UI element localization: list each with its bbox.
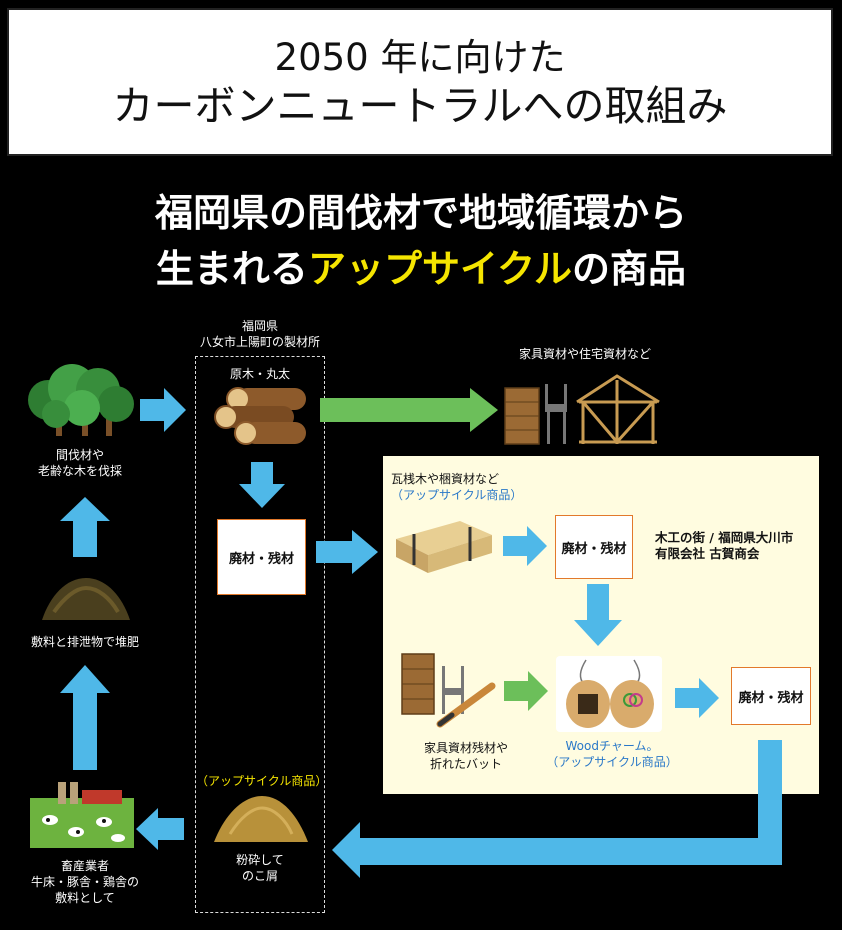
sawdust-tag: （アップサイクル商品）: [196, 774, 328, 788]
company-label-2: 有限会社 古賀商会: [655, 546, 760, 561]
logs-label: 原木・丸太: [229, 367, 290, 381]
compost-image: [42, 578, 130, 620]
sawmill-label: 福岡県 八女市上陽町の製材所: [180, 318, 340, 350]
title-line1: 2050 年に向けた: [274, 36, 566, 79]
title-box: 2050 年に向けた カーボンニュートラルへの取組み: [7, 8, 833, 156]
pallet-lumber-image: [396, 521, 492, 573]
title-line2: カーボンニュートラルへの取組み: [112, 82, 728, 130]
forest-label: 間伐材や 老齢な木を伐採: [10, 447, 150, 479]
sawmill-dashed-box: [195, 356, 325, 913]
waste-box-1: 廃材・残材: [217, 519, 306, 595]
sawdust-label-1: 粉砕して: [236, 853, 284, 867]
subtitle-line1: 福岡県の間伐材で地域循環から: [154, 191, 687, 235]
compost-label: 敷料と排泄物で堆肥: [30, 635, 139, 649]
livestock-label-3: 敷料として: [55, 891, 115, 905]
pallet-label-2: （アップサイクル商品）: [391, 488, 523, 502]
arrow-charm-to-waste3: [675, 678, 719, 718]
sawdust-image: [214, 796, 308, 842]
arrow-return-to-sawdust: [332, 740, 782, 878]
waste-box-2: 廃材・残材: [555, 515, 633, 579]
arrow-waste2-down: [574, 584, 622, 646]
arrow-compost-up: [60, 497, 110, 557]
company-label-1: 木工の街 / 福岡県大川市: [655, 530, 794, 545]
charm-label-2: （アップサイクル商品）: [546, 755, 678, 769]
livestock-label-2: 牛床・豚舎・鶏舎の: [30, 875, 139, 889]
wood-charm-image: [566, 659, 654, 728]
arrow-livestock-up: [60, 665, 110, 770]
arrow-pallet-to-waste2: [503, 526, 547, 566]
subtitle-highlight: アップサイクル: [307, 247, 573, 291]
furniture-top-label: 家具資材や住宅資材など: [518, 347, 651, 361]
arrow-waste-to-pallet: [316, 530, 378, 574]
pallet-label: 瓦桟木や梱資材など （アップサイクル商品）: [391, 471, 611, 503]
livestock-farm-image: [30, 782, 134, 848]
livestock-label: 畜産業者 牛床・豚舎・鶏舎の 敷料として: [10, 858, 160, 906]
subtitle-line2-post: の商品: [572, 247, 687, 291]
sawdust-label-2: のこ屑: [241, 869, 278, 883]
arrow-logs-down: [239, 462, 285, 508]
furniture-bat-image: [401, 653, 496, 728]
waste-box-3: 廃材・残材: [731, 667, 811, 725]
sawmill-label-1: 福岡県: [241, 319, 278, 333]
pallet-label-1: 瓦桟木や梱資材など: [391, 472, 500, 486]
livestock-label-1: 畜産業者: [60, 859, 109, 873]
furniture-bat-label-2: 折れたバット: [429, 757, 502, 771]
subtitle-line2-pre: 生まれる: [155, 247, 308, 291]
charm-label-1: Woodチャーム。: [565, 739, 659, 753]
arrow-sawdust-to-livestock: [136, 808, 184, 850]
logs-image: [214, 387, 306, 445]
forest-image: [28, 364, 134, 436]
forest-label-2: 老齢な木を伐採: [37, 464, 122, 478]
subtitle-line2: 生まれるアップサイクルの商品: [0, 244, 842, 294]
company-label: 木工の街 / 福岡県大川市 有限会社 古賀商会: [655, 530, 815, 562]
charm-label: Woodチャーム。 （アップサイクル商品）: [532, 738, 692, 770]
arrow-bat-to-charm: [504, 671, 548, 711]
arrow-logs-to-furniture: [320, 388, 498, 432]
forest-label-1: 間伐材や: [55, 448, 104, 462]
wood-charm-frame: [556, 656, 662, 732]
furniture-bat-label: 家具資材残材や 折れたバット: [396, 740, 536, 772]
arrow-forest-to-logs: [140, 388, 186, 432]
furniture-house-image: [504, 374, 660, 445]
sawmill-label-2: 八女市上陽町の製材所: [199, 335, 320, 349]
sawdust-label: 粉砕して のこ屑: [200, 852, 320, 884]
furniture-bat-label-1: 家具資材残材や: [423, 741, 508, 755]
